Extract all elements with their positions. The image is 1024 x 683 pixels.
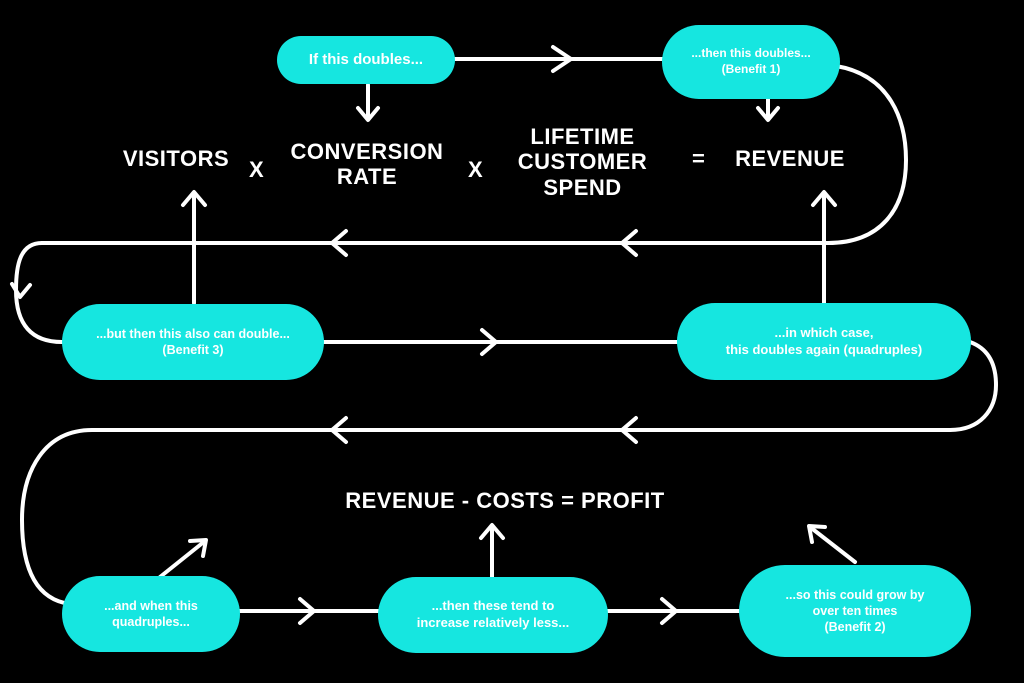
step-benefit-1-label: ...then this doubles... (Benefit 1): [691, 46, 811, 76]
step-and-when: ...and when this quadruples...: [62, 576, 240, 652]
step-if-this-doubles: If this doubles...: [277, 36, 455, 84]
term-conversion-rate: CONVERSION RATE: [290, 139, 444, 190]
term-revenue: REVENUE: [735, 146, 845, 171]
arrowhead-and-when-diag: [188, 538, 208, 558]
term-visitors: VISITORS: [122, 146, 230, 171]
connector-so-this-diag: [808, 525, 857, 564]
step-in-which-case-label: ...in which case, this doubles again (qu…: [725, 324, 923, 357]
arrowhead-bottom-2: [660, 597, 678, 625]
step-benefit-2-label: ...so this could grow by over ten times …: [785, 587, 925, 635]
arrowhead-bottom-1: [298, 597, 316, 625]
arrowhead-so-this-diag: [807, 524, 827, 544]
step-in-which-case: ...in which case, this doubles again (qu…: [677, 303, 971, 380]
arrowhead-costs-up: [479, 523, 505, 540]
arrowhead-row2-left: [330, 229, 348, 257]
connector-right-loop-2: [948, 340, 998, 432]
profit-formula: REVENUE - COSTS = PROFIT: [345, 488, 665, 513]
step-and-when-label: ...and when this quadruples...: [104, 598, 198, 629]
connector-and-when-diag: [158, 539, 207, 579]
arrowhead-if-down: [356, 106, 380, 122]
arrowhead-row4-right: [620, 416, 638, 444]
arrowhead-row2-right: [620, 229, 638, 257]
step-benefit-1: ...then this doubles... (Benefit 1): [662, 25, 840, 99]
step-then-these-label: ...then these tend to increase relativel…: [416, 598, 570, 630]
arrowhead-row4-left: [330, 416, 348, 444]
arrowhead-top-right: [551, 45, 573, 73]
arrowhead-visitors-up: [181, 190, 207, 207]
step-then-these: ...then these tend to increase relativel…: [378, 577, 608, 653]
step-benefit-3: ...but then this also can double... (Ben…: [62, 304, 324, 380]
operator-times-2: X: [468, 157, 483, 182]
step-benefit-3-label: ...but then this also can double... (Ben…: [96, 326, 290, 357]
step-benefit-2: ...so this could grow by over ten times …: [739, 565, 971, 657]
arrowhead-row3: [480, 328, 498, 356]
connector-right-loop: [826, 64, 908, 245]
operator-times-1: X: [249, 157, 264, 182]
arrowhead-revenue-up: [811, 190, 837, 207]
step-if-this-doubles-label: If this doubles...: [308, 51, 424, 69]
arrowhead-left-loop: [10, 282, 32, 299]
term-lifetime-customer-spend: LIFETIME CUSTOMER SPEND: [517, 124, 648, 200]
arrowhead-benefit1-down: [756, 106, 780, 122]
connector-left-loop-2: [20, 428, 94, 606]
operator-equals: =: [692, 146, 705, 171]
